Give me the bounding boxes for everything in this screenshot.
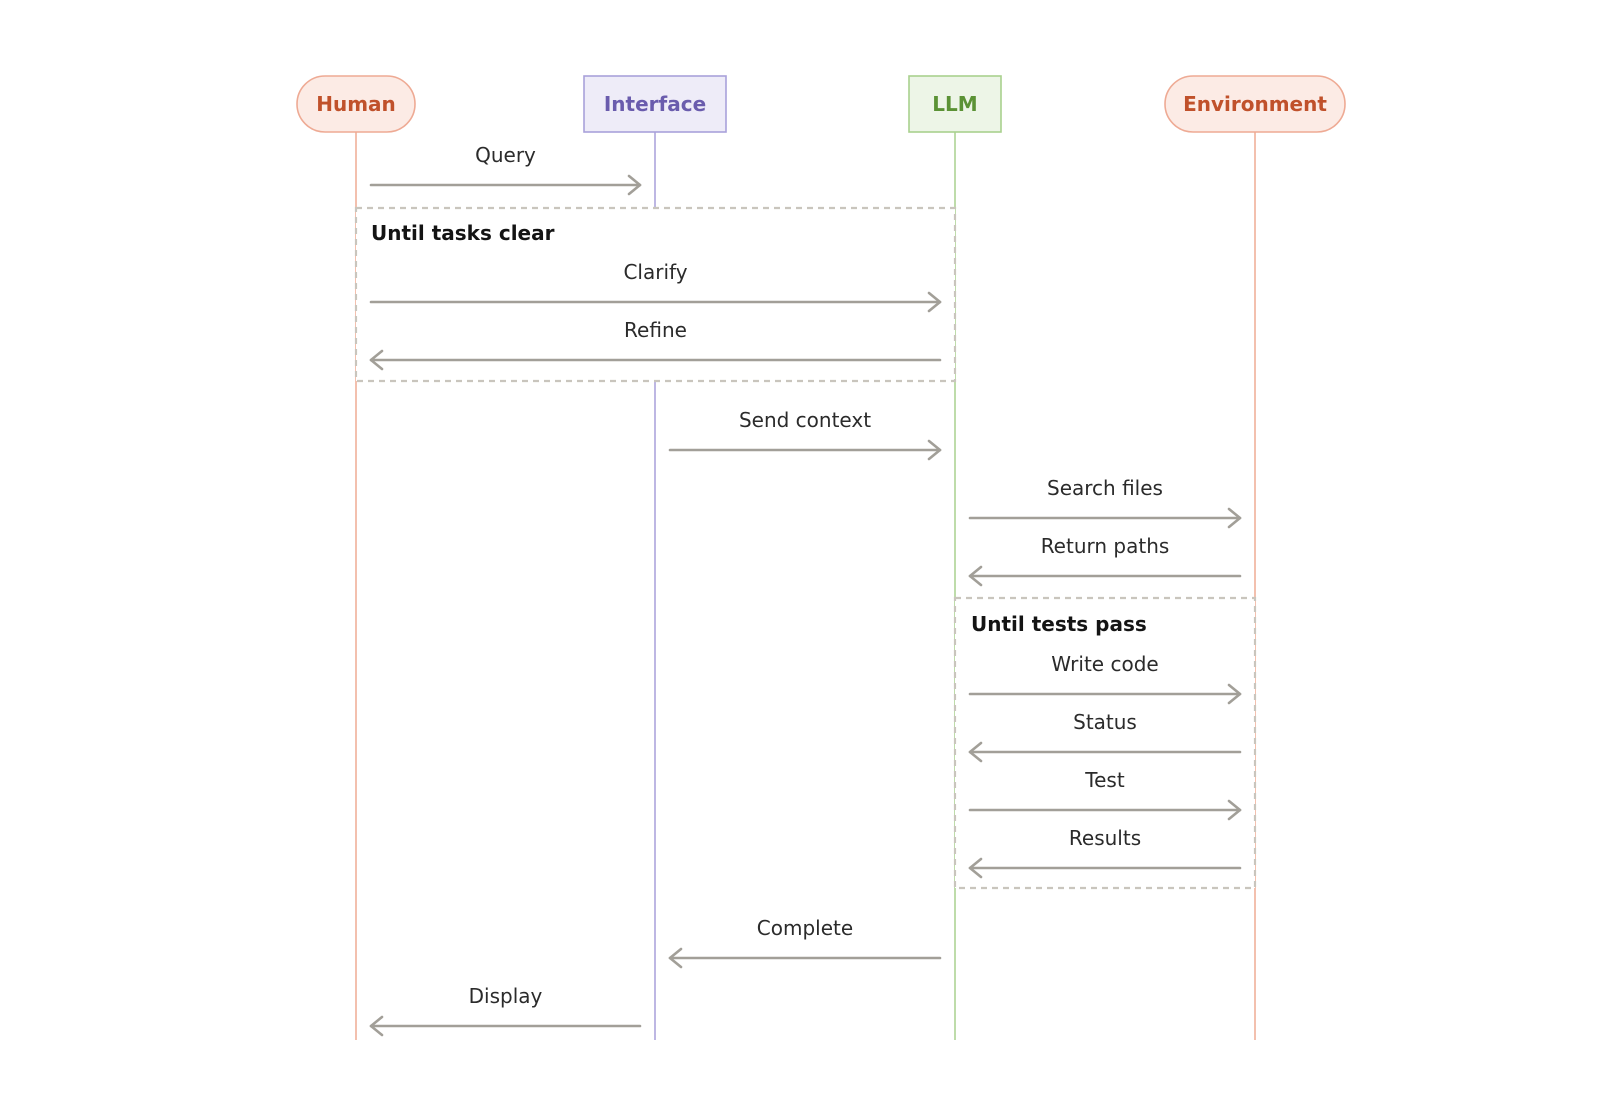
actor-llm: LLM xyxy=(908,75,1002,133)
message-label: Query xyxy=(475,143,536,167)
arrowhead-icon xyxy=(627,174,642,196)
message-label: Complete xyxy=(757,916,853,940)
message-12: Display xyxy=(369,984,642,1037)
arrowhead-icon xyxy=(1227,507,1242,529)
actor-human: Human xyxy=(296,75,416,133)
arrowhead-icon xyxy=(369,349,384,371)
message-8: Status xyxy=(968,710,1242,763)
message-label: Display xyxy=(469,984,543,1008)
arrowhead-icon xyxy=(968,565,983,587)
actor-box xyxy=(583,75,727,133)
message-label: Refine xyxy=(624,318,687,342)
arrowhead-icon xyxy=(369,1015,384,1037)
actor-box xyxy=(1164,75,1346,133)
arrowhead-icon xyxy=(668,947,683,969)
actor-label: Human xyxy=(316,92,396,116)
loop-frame-1 xyxy=(354,206,957,383)
arrowhead-icon xyxy=(927,291,942,313)
actor-box xyxy=(908,75,1002,133)
message-label: Return paths xyxy=(1041,534,1170,558)
message-label: Send context xyxy=(739,408,871,432)
actor-environment: Environment xyxy=(1164,75,1346,133)
actor-interface: Interface xyxy=(583,75,727,133)
actor-label: Environment xyxy=(1183,92,1327,116)
message-2: Clarify xyxy=(369,260,942,313)
message-3: Refine xyxy=(369,318,942,371)
actors: Human Interface LLM Environment xyxy=(296,75,1346,133)
message-label: Write code xyxy=(1051,652,1158,676)
message-4: Send context xyxy=(668,408,942,461)
message-9: Test xyxy=(968,768,1242,821)
message-5: Search files xyxy=(968,476,1242,529)
actor-label: Interface xyxy=(604,92,706,116)
loop-frame-2 xyxy=(953,596,1257,890)
arrowhead-icon xyxy=(1227,799,1242,821)
arrowhead-icon xyxy=(1227,683,1242,705)
loop-label: Until tests pass xyxy=(971,612,1147,636)
message-1: Query xyxy=(369,143,642,196)
loop-label: Until tasks clear xyxy=(371,221,555,245)
arrowhead-icon xyxy=(968,741,983,763)
actor-box xyxy=(296,75,416,133)
message-label: Test xyxy=(1084,768,1125,792)
message-label: Status xyxy=(1073,710,1137,734)
message-11: Complete xyxy=(668,916,942,969)
message-label: Clarify xyxy=(623,260,687,284)
message-6: Return paths xyxy=(968,534,1242,587)
actor-label: LLM xyxy=(932,92,977,116)
message-10: Results xyxy=(968,826,1242,879)
arrowhead-icon xyxy=(927,439,942,461)
message-label: Results xyxy=(1069,826,1141,850)
arrowhead-icon xyxy=(968,857,983,879)
message-7: Write code xyxy=(968,652,1242,705)
message-label: Search files xyxy=(1047,476,1163,500)
